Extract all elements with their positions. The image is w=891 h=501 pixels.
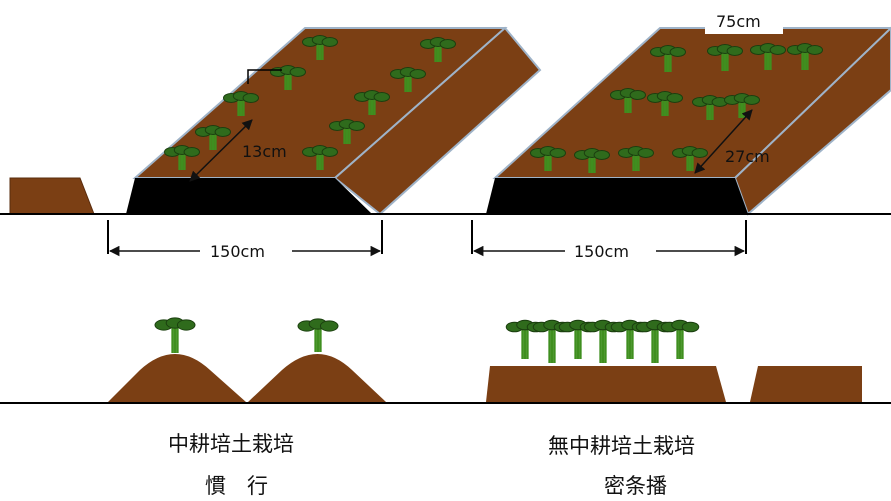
seedling-icon: [574, 148, 610, 173]
seedling-icon: [647, 91, 683, 116]
flat-soil-bed-right: [750, 366, 862, 402]
bed-width-label-left: 150cm: [210, 242, 265, 261]
seedling-icon: [650, 45, 686, 72]
row-spacing-arrow-right: [694, 109, 753, 174]
caption-right-line1: 無中耕培土栽培: [548, 434, 695, 458]
soil-ridge-1: [108, 354, 246, 402]
conventional-cross-section: [108, 317, 386, 402]
caption-left-line1: 中耕培土栽培: [168, 432, 294, 456]
seedling-icon: [329, 119, 365, 144]
seedling-icon: [707, 44, 743, 71]
seedling-icon: [154, 317, 196, 353]
plants-right-top: [530, 43, 823, 173]
row-spacing-label-left: 13cm: [242, 142, 287, 161]
bed-width-dimension-left: 150cm: [107, 220, 383, 261]
flat-soil-bed: [486, 366, 726, 402]
mulch-front: [126, 178, 372, 214]
dense-cross-section: [486, 319, 862, 402]
mulch-front: [486, 178, 748, 214]
seedling-icon: [390, 67, 426, 92]
seedling-icon: [787, 43, 823, 70]
seedling-icon: [420, 37, 456, 62]
seedling-icon: [270, 65, 306, 90]
bed-side-face: [333, 26, 542, 216]
seedling-icon: [750, 43, 786, 70]
seedling-icon: [618, 146, 654, 171]
seedling-icon: [354, 90, 390, 115]
seedling-icon: [302, 35, 338, 60]
dense-bed-perspective: 75cm 27cm: [486, 8, 891, 216]
seedling-icon: [223, 91, 260, 116]
caption-left-line2: 慣 行: [205, 474, 268, 498]
caption-right-line2: 密条播: [604, 474, 667, 498]
plants-left-bottom: [154, 317, 339, 353]
bed-side-face: [733, 26, 891, 216]
row-length-label: 75cm: [716, 12, 761, 31]
seedling-icon: [297, 318, 339, 352]
seedling-icon: [530, 146, 566, 171]
seedling-icon: [692, 95, 728, 120]
spacing-bracket: [247, 69, 282, 84]
seedling-icon: [610, 88, 646, 113]
plants-right-bottom: [505, 319, 700, 363]
row-length-label-box: [705, 8, 783, 34]
row-spacing-arrow-left: [189, 119, 253, 182]
seedling-icon: [302, 145, 338, 170]
row-spacing-label-right: 27cm: [725, 147, 770, 166]
bed-width-label-right: 150cm: [574, 242, 629, 261]
soil-ridge-2: [248, 354, 386, 402]
seedling-icon: [660, 319, 700, 359]
conventional-bed-perspective: 13cm: [9, 26, 542, 216]
small-soil-block: [9, 177, 95, 215]
bed-width-dimension-right: 150cm: [471, 220, 747, 261]
